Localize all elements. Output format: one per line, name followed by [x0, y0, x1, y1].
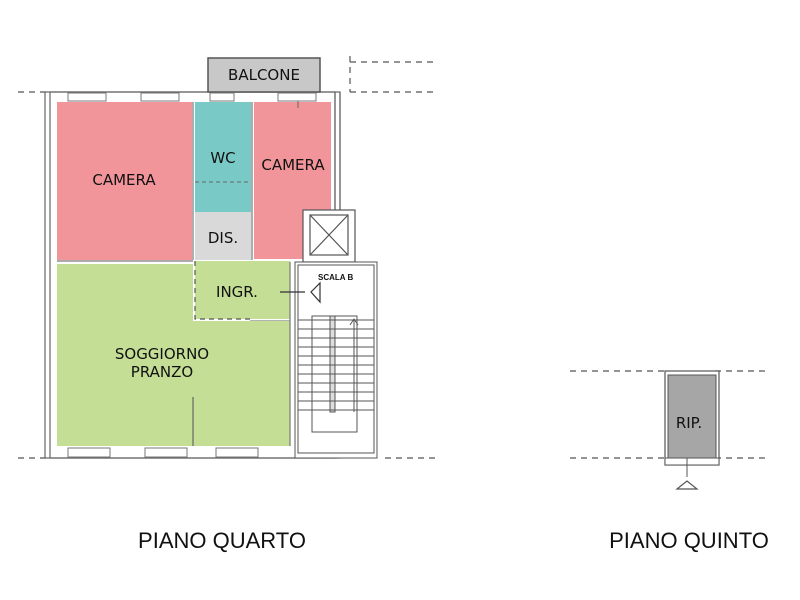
entrance-arrow-icon: [675, 480, 699, 490]
room-label-soggiorno-line2: PRANZO: [131, 363, 193, 381]
room-wc: [195, 102, 251, 212]
stair-steps: [298, 319, 374, 411]
room-label-rip: RIP.: [676, 414, 702, 432]
room-label-dis: DIS.: [208, 229, 238, 247]
room-soggiorno: [57, 264, 290, 446]
stair-label: SCALA B: [318, 273, 353, 282]
room-label-balcone: BALCONE: [228, 66, 300, 84]
room-ingr: [195, 261, 290, 319]
room-label-camera-2: CAMERA: [261, 156, 325, 174]
room-label-ingr: INGR.: [216, 283, 258, 301]
staircase: [294, 261, 378, 459]
interior-walls: [57, 102, 291, 446]
room-label-camera-1: CAMERA: [92, 171, 156, 189]
room-balcone: [207, 57, 321, 93]
room-label-soggiorno-line1: SOGGIORNO: [115, 345, 209, 363]
elevator: [302, 209, 356, 263]
room-dis: [195, 212, 251, 260]
entrance-arrow-icon: [280, 281, 321, 304]
room-camera-1: [57, 102, 192, 260]
windows: [67, 92, 317, 458]
dashed-lines: [18, 56, 765, 459]
room-label-wc: WC: [210, 149, 235, 167]
floor-title-quinto: PIANO QUINTO: [609, 528, 769, 553]
room-rip: [667, 374, 717, 459]
floor-title-quarto: PIANO QUARTO: [138, 528, 306, 553]
room-rip-group: RIP.: [664, 370, 720, 490]
